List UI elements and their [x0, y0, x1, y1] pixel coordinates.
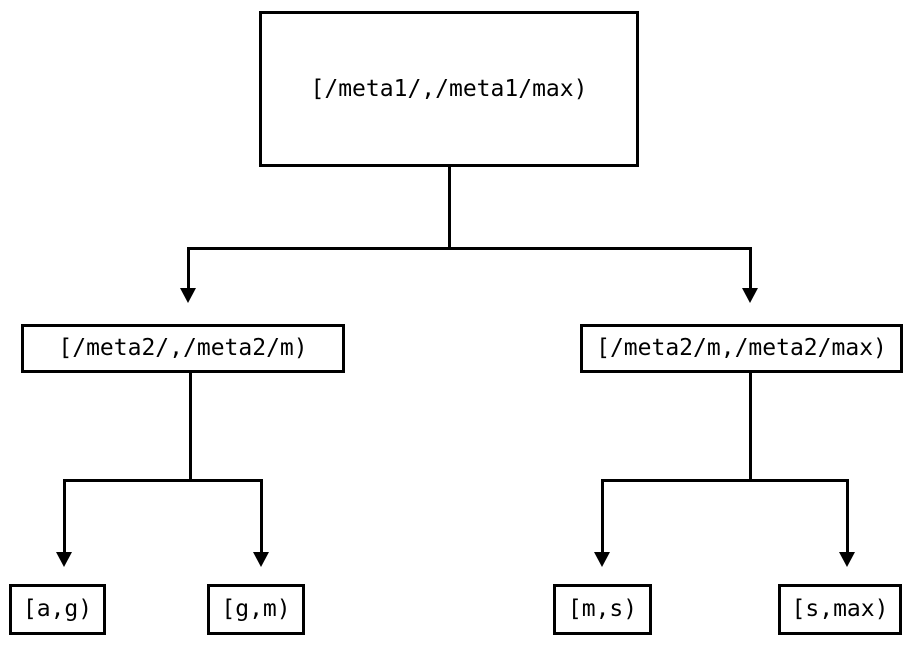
- edge-root-to-l2-right: [749, 247, 752, 289]
- edge-root-horizontal-bar: [187, 247, 752, 250]
- arrowhead-to-leaf-ag: [56, 552, 72, 567]
- tree-leaf-m-s[interactable]: [m,s): [553, 584, 652, 635]
- edge-l2-right-horizontal-bar: [601, 479, 849, 482]
- edge-l2-left-stem: [189, 373, 192, 482]
- arrowhead-to-leaf-ms: [594, 552, 610, 567]
- edge-l2-left-to-leaf-gm: [260, 479, 263, 553]
- arrowhead-root-to-l2-right: [742, 288, 758, 303]
- tree-leaf-g-m[interactable]: [g,m): [207, 584, 305, 635]
- edge-root-stem: [448, 167, 451, 250]
- edge-l2-right-stem: [749, 373, 752, 482]
- tree-node-meta2-upper[interactable]: [/meta2/m,/meta2/max): [580, 324, 903, 373]
- edge-root-to-l2-left: [187, 247, 190, 289]
- tree-node-root[interactable]: [/meta1/,/meta1/max): [259, 11, 639, 167]
- tree-leaf-a-g[interactable]: [a,g): [9, 584, 106, 635]
- edge-l2-left-to-leaf-ag: [63, 479, 66, 553]
- tree-node-meta2-lower[interactable]: [/meta2/,/meta2/m): [21, 324, 345, 373]
- edge-l2-right-to-leaf-ms: [601, 479, 604, 553]
- arrowhead-to-leaf-gm: [253, 552, 269, 567]
- tree-leaf-s-max[interactable]: [s,max): [778, 584, 902, 635]
- arrowhead-to-leaf-smax: [839, 552, 855, 567]
- edge-l2-right-to-leaf-smax: [846, 479, 849, 553]
- edge-l2-left-horizontal-bar: [63, 479, 263, 482]
- arrowhead-root-to-l2-left: [180, 288, 196, 303]
